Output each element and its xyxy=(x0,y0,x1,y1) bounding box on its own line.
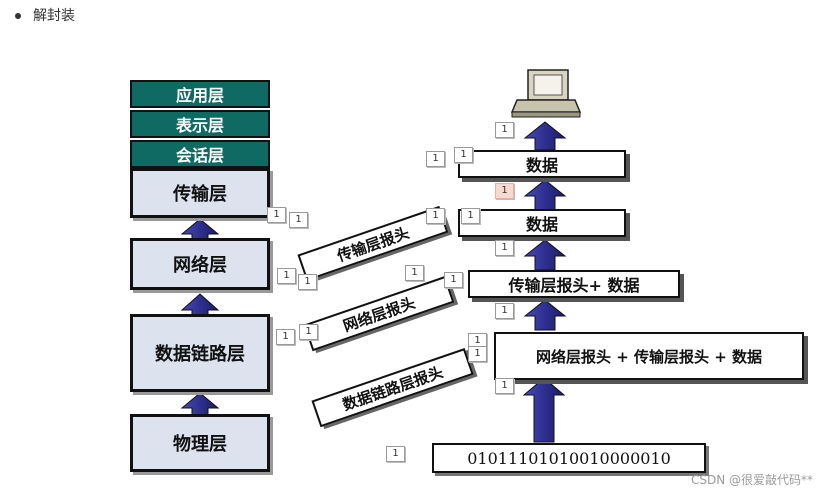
data-box: 数据 xyxy=(458,209,626,237)
layer-session: 会话层 xyxy=(130,140,270,168)
layer-physical: 物理层 xyxy=(130,414,270,472)
section-heading: 解封装 xyxy=(33,8,75,24)
tag: 1 xyxy=(495,240,514,256)
tag: 1 xyxy=(444,272,463,288)
tag: 1 xyxy=(461,208,480,224)
computer-icon xyxy=(510,69,582,118)
tag: 1 xyxy=(289,212,308,228)
arrow-icon xyxy=(523,239,567,271)
tag: 1 xyxy=(426,208,445,224)
tag: 1 xyxy=(468,333,487,349)
tag: 1 xyxy=(495,378,514,394)
tag: 1 xyxy=(454,147,473,163)
transport-data-box: 传输层报头+ 数据 xyxy=(468,270,680,298)
arrow-icon xyxy=(523,121,567,151)
tag: 1 xyxy=(276,329,295,345)
data-box-top: 数据 xyxy=(458,150,626,178)
layer-datalink: 数据链路层 xyxy=(130,314,270,392)
tag: 1 xyxy=(495,303,514,319)
tag: 1 xyxy=(426,151,445,167)
layer-application: 应用层 xyxy=(130,80,270,108)
watermark: CSDN @很爱敲代码** xyxy=(690,473,813,487)
network-full-box: 网络层报头 + 传输层报头 + 数据 xyxy=(494,332,804,380)
arrow-icon xyxy=(523,179,567,211)
tag: 1 xyxy=(495,122,514,138)
tag: 1 xyxy=(468,346,487,362)
bit-stream-box: 01011101010010000010 xyxy=(432,443,706,473)
arrow-icon xyxy=(523,299,567,331)
tag: 1 xyxy=(298,274,317,290)
bullet-dot xyxy=(15,13,21,19)
tag: 1 xyxy=(267,207,286,223)
layer-transport: 传输层 xyxy=(130,168,270,218)
layer-presentation: 表示层 xyxy=(130,110,270,138)
tag: 1 xyxy=(405,265,424,281)
tag: 1 xyxy=(299,324,318,340)
layer-network: 网络层 xyxy=(130,238,270,290)
arrow-icon xyxy=(522,377,566,443)
tag: 1 xyxy=(277,268,296,284)
tag: 1 xyxy=(386,446,405,462)
tag: 1 xyxy=(495,183,514,199)
